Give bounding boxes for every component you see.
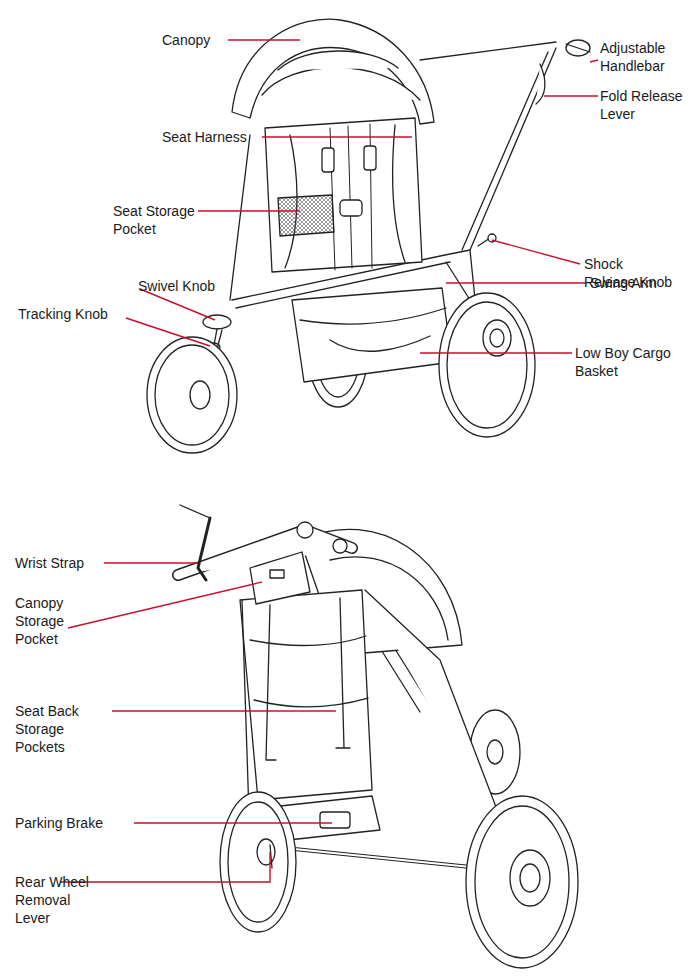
leader-lines-part [544, 95, 598, 96]
stroller-rear-view-part [198, 518, 210, 580]
leader-lines-part [492, 240, 580, 264]
part-label: Wrist Strap [15, 554, 105, 572]
stroller-rear-view-part [333, 539, 347, 553]
stroller-side-view-part [364, 146, 376, 170]
part-label: Swing Arm [590, 274, 690, 292]
part-label: Canopy Storage Pocket [15, 594, 75, 648]
part-label: Rear Wheel Removal Lever [15, 873, 97, 927]
stroller-side-view-part [392, 125, 405, 262]
stroller-side-view-part [566, 44, 590, 52]
stroller-rear-view-part [257, 839, 275, 865]
part-label: Seat Harness [162, 128, 262, 146]
leader-lines-part [60, 852, 270, 882]
stroller-side-view-part [348, 126, 352, 268]
stroller-rear-view-part [466, 796, 578, 968]
stroller-rear-view-part [220, 792, 296, 932]
leader-lines-part [198, 210, 300, 211]
leader-lines [60, 40, 598, 882]
stroller-side-view [147, 19, 590, 453]
stroller-side-view-part [447, 302, 527, 428]
stroller-side-view-part [490, 329, 504, 347]
stroller-rear-view [178, 505, 578, 968]
stroller-side-view-part [292, 288, 452, 382]
stroller-side-view-part [265, 118, 422, 272]
leader-lines-part [590, 60, 598, 62]
part-label: Canopy [162, 31, 232, 49]
stroller-rear-view-part [180, 505, 210, 518]
stroller-rear-view-part [336, 598, 350, 748]
stroller-side-view-part [155, 345, 229, 445]
leader-lines-part [68, 582, 262, 628]
stroller-side-view-part [340, 200, 362, 216]
stroller-side-view-part [536, 64, 545, 104]
part-label: Adjustable Handlebar [600, 39, 696, 75]
stroller-side-view-part [439, 293, 535, 437]
stroller-side-view-part [300, 308, 446, 324]
stroller-side-view-part [278, 195, 334, 236]
stroller-rear-view-part [250, 636, 366, 646]
stroller-rear-view-part [254, 698, 368, 707]
part-label: Fold Release Lever [600, 87, 696, 123]
stroller-rear-view-part [266, 605, 276, 760]
stroller-side-view-part [278, 51, 398, 70]
stroller-side-view-part [230, 135, 250, 300]
stroller-rear-view-part [270, 570, 284, 578]
leader-lines-part [112, 710, 336, 711]
stroller-rear-view-part [475, 806, 569, 958]
stroller-rear-view-part [240, 590, 372, 800]
stroller-side-view-part [566, 40, 590, 56]
leader-lines-part [228, 39, 300, 40]
stroller-side-view-part [330, 336, 430, 351]
stroller-side-view-part [232, 19, 434, 124]
stroller-side-view-part [147, 337, 237, 453]
stroller-side-view-part [483, 320, 511, 356]
stroller-rear-view-part [228, 802, 288, 922]
stroller-rear-view-part [297, 522, 313, 538]
part-label: Seat Back Storage Pockets [15, 702, 91, 756]
stroller-side-view-part [322, 148, 334, 172]
leader-lines-part [104, 562, 198, 563]
stroller-rear-view-part [520, 864, 540, 892]
stroller-side-view-part [420, 42, 556, 60]
stroller-rear-view-part [487, 740, 503, 764]
stroller-rear-view-part [320, 812, 350, 828]
leader-lines-part [262, 136, 412, 137]
stroller-side-view-part [190, 381, 210, 409]
stroller-side-view-part [262, 68, 420, 101]
stroller-side-view-part [462, 52, 548, 250]
part-label: Parking Brake [15, 814, 135, 832]
leader-lines-part [446, 282, 586, 283]
stroller-rear-view-part [250, 552, 310, 604]
part-label: Tracking Knob [18, 305, 128, 323]
part-label: Seat Storage Pocket [113, 202, 201, 238]
part-label: Low Boy Cargo Basket [575, 344, 675, 380]
leader-lines-part [420, 352, 572, 353]
leader-lines-part [126, 318, 210, 346]
leader-lines-part [134, 822, 332, 823]
stroller-rear-view-part [510, 850, 550, 906]
part-label: Swivel Knob [138, 277, 238, 295]
